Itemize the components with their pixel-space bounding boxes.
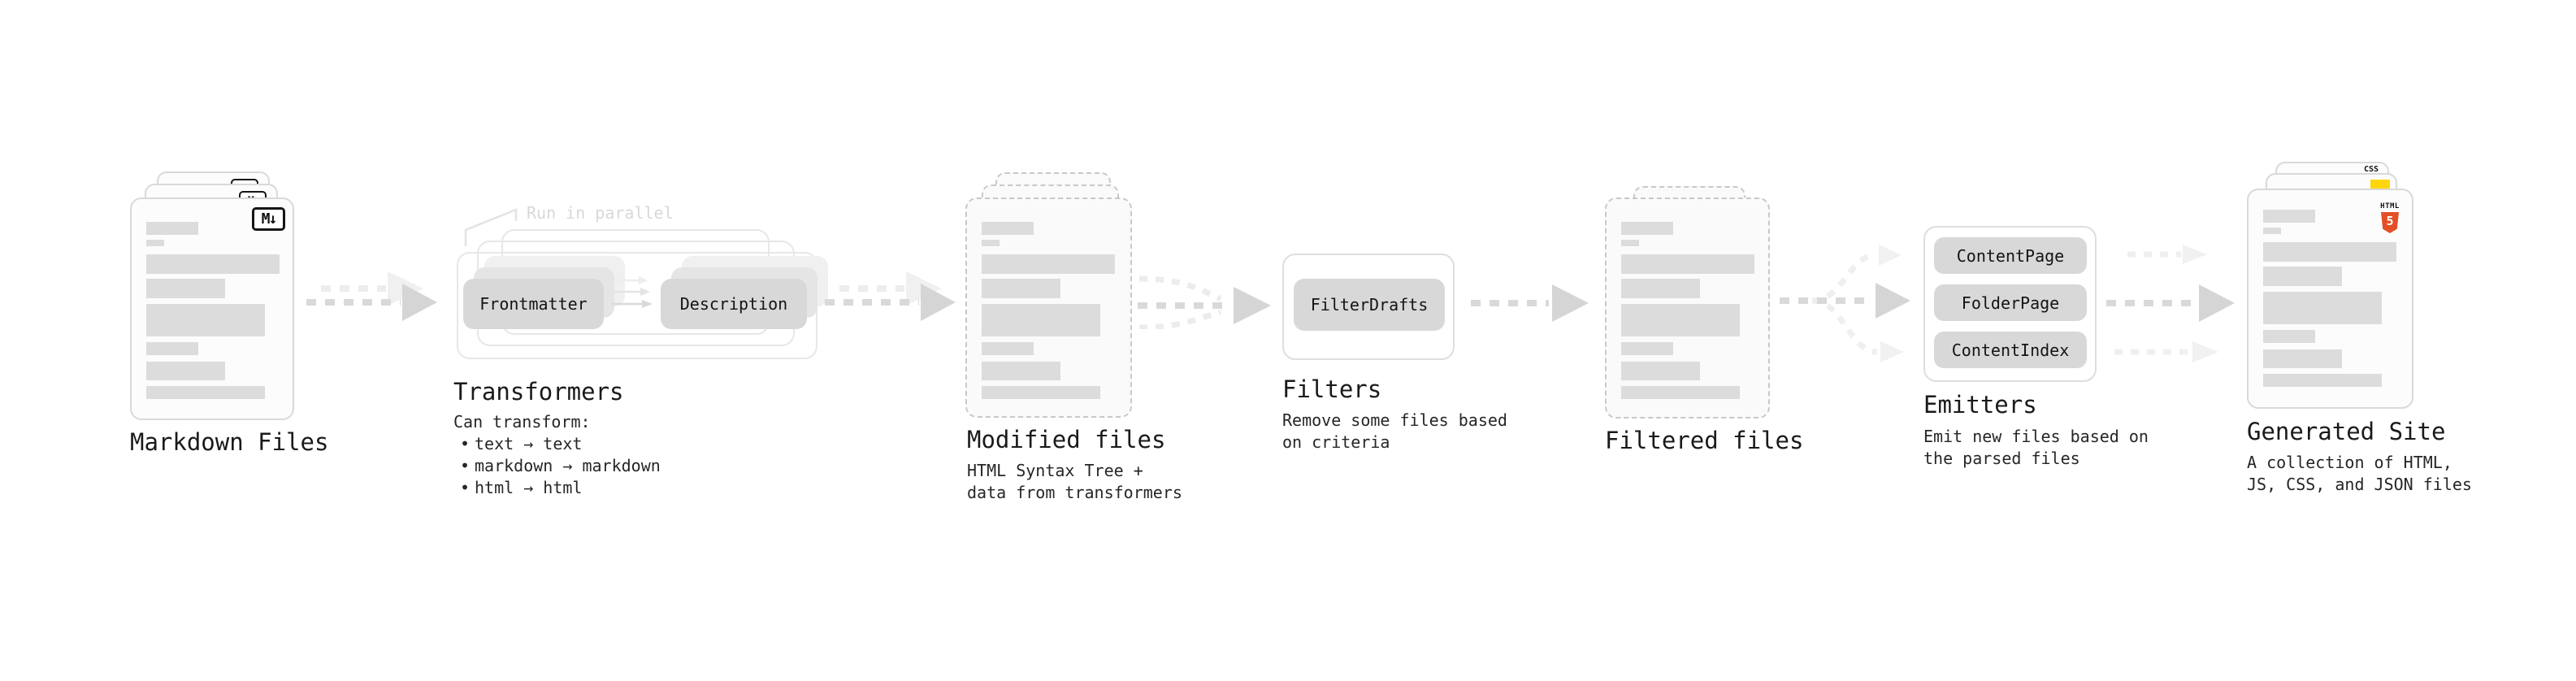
flow-arrow-icon [306, 271, 437, 321]
stage-title-emitters: Emitters [1923, 391, 2037, 419]
merge-arrow-icon [1138, 275, 1271, 329]
plugin-chip-folderpage: FolderPage [1934, 284, 2087, 321]
html5-label: HTML [2380, 202, 2400, 210]
list-item: •text → text [459, 434, 583, 453]
stage-title-generated-site: Generated Site [2247, 418, 2446, 445]
stage-title-filters: Filters [1282, 375, 1382, 403]
file-card-filtered [1605, 197, 1770, 419]
stage-caption: A collection of HTML, JS, CSS, and JSON … [2247, 453, 2472, 494]
plugin-chip-contentpage: ContentPage [1934, 237, 2087, 274]
js-icon [2370, 180, 2390, 189]
stage-title-markdown-files: Markdown Files [130, 428, 329, 456]
text-line-placeholders [146, 222, 280, 399]
plugin-chip-contentindex: ContentIndex [1934, 332, 2087, 368]
flow-arrow-icon [1471, 284, 1589, 322]
file-card-modified [965, 197, 1132, 418]
fanout-arrow-icon [1780, 245, 1910, 362]
text-line-placeholders [1621, 222, 1754, 399]
parallel-arrows-icon [2106, 245, 2235, 362]
text-line-placeholders [982, 222, 1115, 399]
stage-title-filtered-files: Filtered files [1605, 427, 1804, 454]
plugin-chip-description: Description [661, 279, 807, 329]
parallel-mini-arrows-icon [612, 276, 653, 308]
plugin-chip-filterdrafts: FilterDrafts [1294, 279, 1445, 331]
stage-caption: HTML Syntax Tree + data from transformer… [967, 461, 1182, 502]
stage-caption: Can transform: [453, 412, 591, 432]
leader-line [464, 208, 518, 246]
markdown-icon: M↓ [252, 207, 285, 231]
transform-bullet-list: •text → text •markdown → markdown •html … [455, 433, 661, 499]
stage-caption: Emit new files based on the parsed files [1923, 427, 2149, 468]
list-item: •markdown → markdown [459, 456, 661, 475]
stage-caption: Remove some files based on criteria [1282, 410, 1507, 452]
html5-icon: HTML 5 [2379, 196, 2400, 233]
plugin-chip-frontmatter: Frontmatter [463, 279, 604, 329]
flow-arrow-icon [825, 271, 956, 321]
run-in-parallel-label: Run in parallel [527, 203, 674, 223]
file-card-generated: HTML 5 [2247, 189, 2413, 409]
stage-title-modified-files: Modified files [967, 426, 1166, 453]
text-line-placeholders [2263, 210, 2396, 387]
html5-shield: 5 [2381, 212, 2399, 233]
stage-title-transformers: Transformers [453, 378, 624, 406]
list-item: •html → html [459, 478, 583, 497]
file-card-markdown: M↓ [130, 197, 294, 420]
